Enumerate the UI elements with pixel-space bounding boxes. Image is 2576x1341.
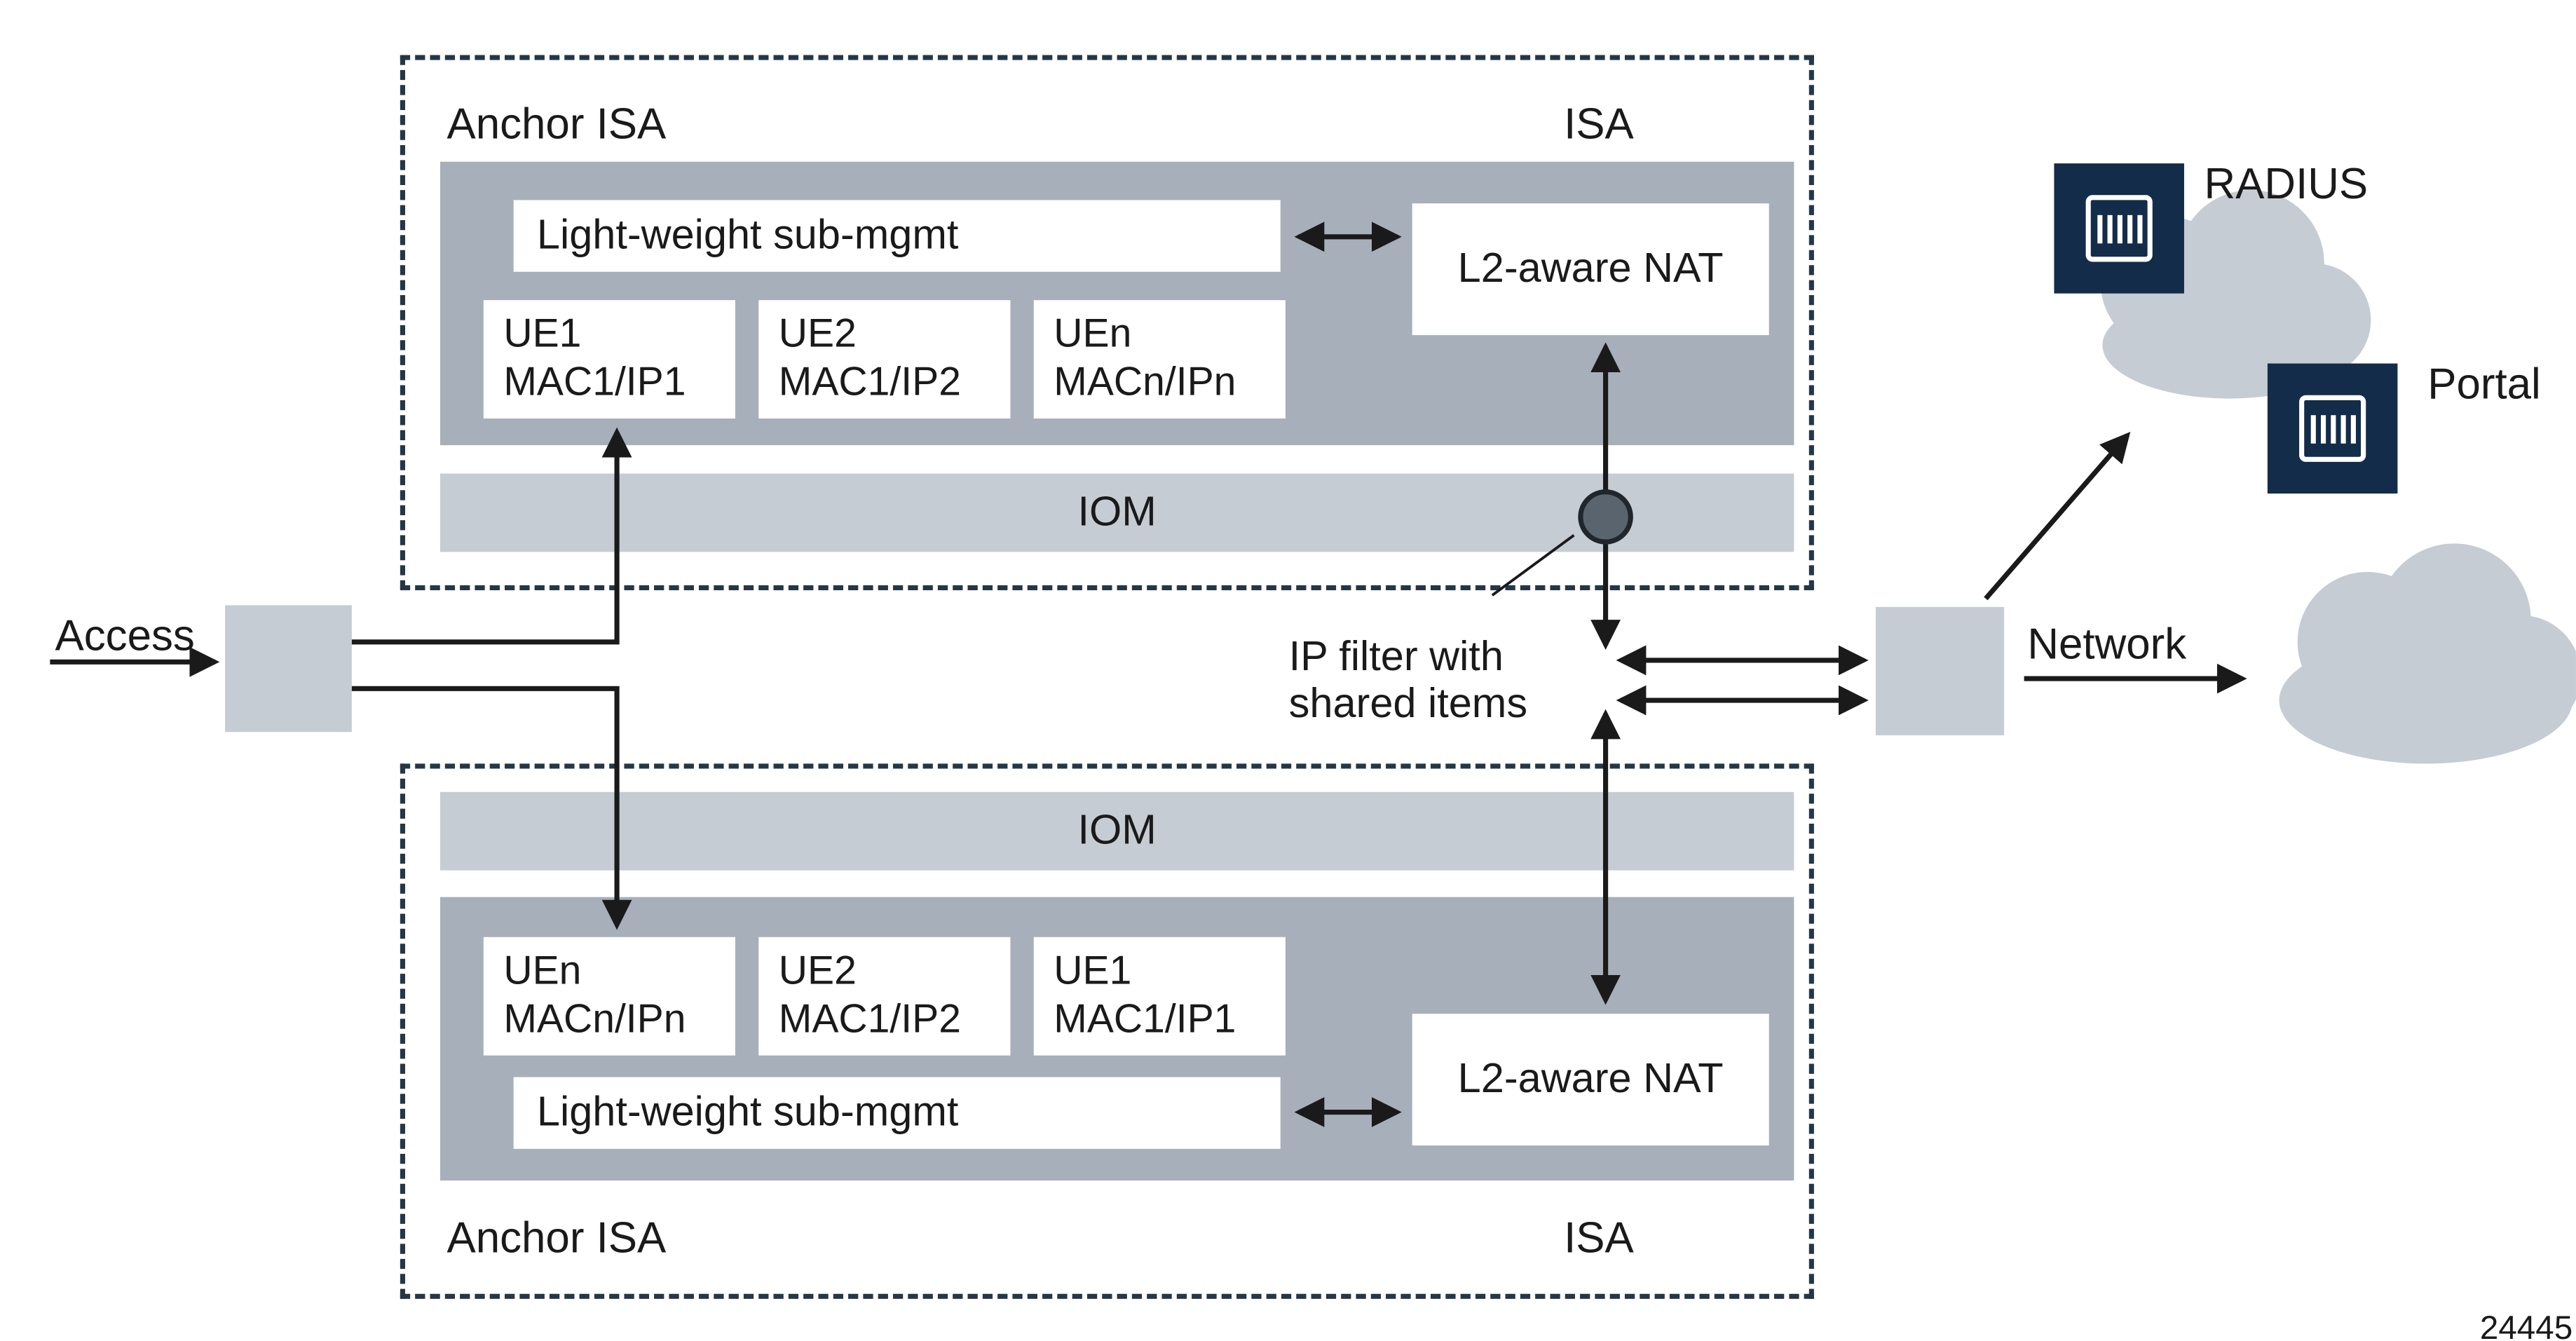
bottom-nat-box: L2-aware NAT bbox=[1412, 1014, 1769, 1146]
network-cloud-icon bbox=[2279, 543, 2576, 764]
ue-name: UE1 bbox=[503, 311, 582, 358]
ip-filter-annotation-line2: shared items bbox=[1288, 680, 1528, 728]
top-nat-label: L2-aware NAT bbox=[1457, 245, 1724, 292]
access-label: Access bbox=[55, 610, 195, 660]
bottom-ue2-box: UE2 MAC1/IP2 bbox=[758, 937, 1011, 1056]
ue-name: UEn bbox=[503, 948, 582, 994]
top-submgmt-box: Light-weight sub-mgmt bbox=[513, 200, 1281, 272]
ue-name: UE2 bbox=[778, 311, 857, 358]
radius-label: RADIUS bbox=[2204, 158, 2369, 209]
ue-name: UE1 bbox=[1054, 948, 1132, 994]
top-uen-box: UEn MACn/IPn bbox=[1033, 300, 1286, 419]
top-ue1-box: UE1 MAC1/IP1 bbox=[483, 300, 735, 419]
bottom-anchor-isa-label: Anchor ISA bbox=[447, 1212, 667, 1262]
bottom-iom-label: IOM bbox=[1077, 807, 1157, 854]
top-iom-bar: IOM bbox=[439, 473, 1794, 552]
figure-number: 24445 bbox=[2479, 1310, 2573, 1341]
bottom-submgmt-label: Light-weight sub-mgmt bbox=[536, 1089, 959, 1136]
ip-filter-annotation-line1: IP filter with bbox=[1288, 633, 1504, 681]
server-rack-glyph-icon bbox=[2299, 395, 2366, 462]
bottom-isa-label: ISA bbox=[1564, 1212, 1634, 1262]
ue-mac-ip: MAC1/IP1 bbox=[503, 360, 686, 405]
bottom-submgmt-box: Light-weight sub-mgmt bbox=[513, 1077, 1281, 1149]
portal-label: Portal bbox=[2427, 358, 2541, 409]
top-iom-label: IOM bbox=[1077, 488, 1157, 536]
portal-server-icon bbox=[2267, 363, 2398, 494]
server-rack-glyph-icon bbox=[2085, 195, 2153, 262]
bottom-iom-bar: IOM bbox=[439, 791, 1794, 871]
ip-filter-annotation: IP filter with shared items bbox=[1289, 634, 1527, 727]
ue-mac-ip: MAC1/IP2 bbox=[778, 997, 961, 1042]
ue-name: UE2 bbox=[778, 948, 857, 994]
top-submgmt-label: Light-weight sub-mgmt bbox=[536, 212, 959, 259]
top-anchor-isa-group bbox=[400, 55, 1814, 591]
network-node bbox=[1875, 606, 2005, 735]
bottom-nat-label: L2-aware NAT bbox=[1457, 1055, 1724, 1103]
bottom-ue1-box: UE1 MAC1/IP1 bbox=[1033, 937, 1286, 1056]
ue-mac-ip: MAC1/IP2 bbox=[778, 360, 961, 405]
top-ue2-box: UE2 MAC1/IP2 bbox=[758, 300, 1011, 419]
radius-server-icon bbox=[2054, 163, 2184, 294]
top-anchor-isa-label: Anchor ISA bbox=[447, 98, 667, 149]
top-isa-label: ISA bbox=[1564, 98, 1634, 149]
access-node bbox=[225, 605, 352, 733]
bottom-anchor-isa-group bbox=[400, 763, 1814, 1299]
top-nat-box: L2-aware NAT bbox=[1412, 203, 1769, 336]
ue-mac-ip: MACn/IPn bbox=[1054, 360, 1236, 405]
ue-name: UEn bbox=[1054, 311, 1132, 358]
bottom-uen-box: UEn MACn/IPn bbox=[483, 937, 735, 1056]
network-label: Network bbox=[2027, 618, 2187, 669]
ue-mac-ip: MAC1/IP1 bbox=[1054, 997, 1236, 1042]
ue-mac-ip: MACn/IPn bbox=[503, 997, 686, 1042]
